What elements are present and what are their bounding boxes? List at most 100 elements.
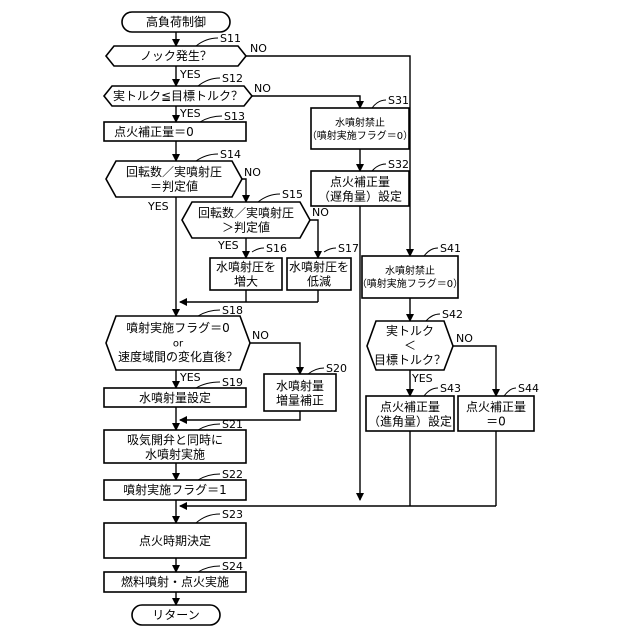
s41-text-line-2: （噴射実施フラグ＝0） [357, 277, 463, 290]
process-s19: 水噴射量設定 [104, 388, 246, 407]
s11-no-label: NO [250, 42, 267, 55]
start-terminator: 高負荷制御 [122, 12, 230, 32]
s19-step-label: S19 [222, 376, 243, 389]
s32-text-line-2: （遅角量）設定 [318, 189, 402, 204]
s14-yes-label: YES [147, 200, 169, 213]
s14-text-line-1: 回転数／実噴射圧 [126, 164, 222, 179]
s12-step-label: S12 [222, 72, 243, 85]
s43-text-line-1: 点火補正量 [380, 400, 440, 414]
s24-text-line-1: 燃料噴射・点火実施 [121, 574, 229, 589]
s14-text-line-2: ＝判定値 [150, 179, 198, 194]
s17-step-label: S17 [338, 242, 359, 255]
decision-s11: ノック発生？ [106, 46, 246, 66]
s18-text-line-3: 速度域間の変化直後？ [118, 349, 238, 364]
s19-text: 水噴射量設定 [139, 390, 211, 405]
s13-text: 点火補正量＝0 [114, 125, 194, 139]
s14-step-label: S14 [220, 148, 241, 161]
s20-step-label: S20 [326, 362, 347, 375]
s42-step-label: S42 [442, 308, 463, 321]
start-text-line-1: 高負荷制御 [146, 14, 206, 29]
s32-step-label: S32 [388, 158, 409, 171]
s13-step-label: S13 [224, 110, 245, 123]
s24-text: 燃料噴射・点火実施 [121, 574, 229, 589]
process-s41: 水噴射禁止（噴射実施フラグ＝0） [357, 256, 463, 298]
s22-text-line-1: 噴射実施フラグ＝1 [123, 482, 227, 497]
s20-text: 水噴射量増量補正 [276, 378, 324, 408]
s22-step-label: S22 [222, 468, 243, 481]
end-text: リターン [152, 608, 199, 622]
s17-text-line-2: 低減 [307, 274, 331, 289]
arrow-s18-no-s20 [250, 343, 300, 374]
s12-text-line-1: 実トルク≦目標トルク？ [113, 88, 243, 103]
s32-text-line-1: 点火補正量 [330, 175, 390, 189]
s12-no-label: NO [254, 82, 271, 95]
process-s21: 吸気開弁と同時に水噴射実施 [104, 430, 246, 463]
s23-text-line-1: 点火時期決定 [139, 533, 211, 548]
s16-text-line-1: 水噴射圧を [216, 259, 276, 274]
decision-s42: 実トルク＜目標トルク？ [367, 321, 453, 370]
s41-text-line-1: 水噴射禁止 [385, 265, 435, 277]
s18-no-label: NO [252, 329, 269, 342]
s41-step-label: S41 [440, 242, 461, 255]
s44-step-label: S44 [518, 382, 539, 395]
process-s23: 点火時期決定 [104, 523, 246, 558]
decision-s14: 回転数／実噴射圧＝判定値 [106, 161, 242, 197]
s15-yes-label: YES [217, 239, 239, 252]
s23-step-label: S23 [222, 508, 243, 521]
decision-s12: 実トルク≦目標トルク？ [104, 86, 252, 106]
s42-text-line-3: 目標トルク？ [374, 353, 446, 367]
s43-text-line-2: （進角量）設定 [368, 414, 452, 429]
s12-yes-label: YES [179, 107, 201, 120]
s42-yes-label: YES [411, 372, 433, 385]
process-s24: 燃料噴射・点火実施 [104, 572, 246, 592]
s11-step-label: S11 [220, 32, 241, 45]
process-s16: 水噴射圧を増大 [210, 258, 282, 290]
arrow-s15-no-s17 [310, 220, 318, 258]
decision-s15: 回転数／実噴射圧＞判定値 [182, 202, 310, 238]
process-s22: 噴射実施フラグ＝1 [104, 480, 246, 500]
s11-yes-label: YES [179, 68, 201, 81]
process-s20: 水噴射量増量補正 [264, 374, 336, 411]
s31-text-line-2: （噴射実施フラグ＝0） [307, 129, 413, 142]
s44-text-line-2: ＝0 [486, 415, 506, 429]
process-s44: 点火補正量＝0 [458, 396, 534, 431]
s18-yes-label: YES [179, 371, 201, 384]
s43-text: 点火補正量（進角量）設定 [368, 400, 452, 429]
s44-text-line-1: 点火補正量 [466, 400, 526, 414]
arrow-s12-no-s31 [252, 96, 360, 108]
process-s43: 点火補正量（進角量）設定 [366, 396, 454, 431]
s15-no-label: NO [312, 206, 329, 219]
s20-text-line-2: 増量補正 [276, 394, 324, 408]
s21-text-line-1: 吸気開弁と同時に [127, 432, 223, 447]
arrow-s14-no-s15 [242, 179, 246, 202]
s24-step-label: S24 [222, 560, 243, 573]
end-terminator: リターン [132, 605, 220, 625]
s43-step-label: S43 [440, 382, 461, 395]
s42-no-label: NO [456, 332, 473, 345]
s16-step-label: S16 [266, 242, 287, 255]
s15-step-label: S15 [282, 188, 303, 201]
s13-text-line-1: 点火補正量＝0 [114, 125, 194, 139]
s42-text-line-2: ＜ [404, 339, 416, 353]
process-s17: 水噴射圧を低減 [287, 258, 351, 290]
s12-text: 実トルク≦目標トルク？ [113, 88, 243, 103]
s21-text-line-2: 水噴射実施 [145, 447, 205, 462]
s21-step-label: S21 [222, 418, 243, 431]
decision-s18: 噴射実施フラグ＝0or速度域間の変化直後？ [106, 316, 250, 370]
process-s32: 点火補正量（遅角量）設定 [311, 171, 409, 206]
s14-no-label: NO [244, 166, 261, 179]
s31-text-line-1: 水噴射禁止 [335, 117, 385, 129]
s15-text-line-2: ＞判定値 [222, 220, 270, 235]
process-s31: 水噴射禁止（噴射実施フラグ＝0） [307, 108, 413, 149]
start-text: 高負荷制御 [146, 14, 206, 29]
s42-text-line-1: 実トルク [386, 323, 434, 338]
s11-text-line-1: ノック発生？ [140, 49, 212, 63]
s23-text: 点火時期決定 [139, 533, 211, 548]
s18-step-label: S18 [222, 304, 243, 317]
s11-text: ノック発生？ [140, 49, 212, 63]
s17-text-line-1: 水噴射圧を [289, 259, 349, 274]
end-text-line-1: リターン [152, 608, 199, 622]
s16-text-line-2: 増大 [234, 275, 258, 289]
s32-text: 点火補正量（遅角量）設定 [318, 175, 402, 204]
